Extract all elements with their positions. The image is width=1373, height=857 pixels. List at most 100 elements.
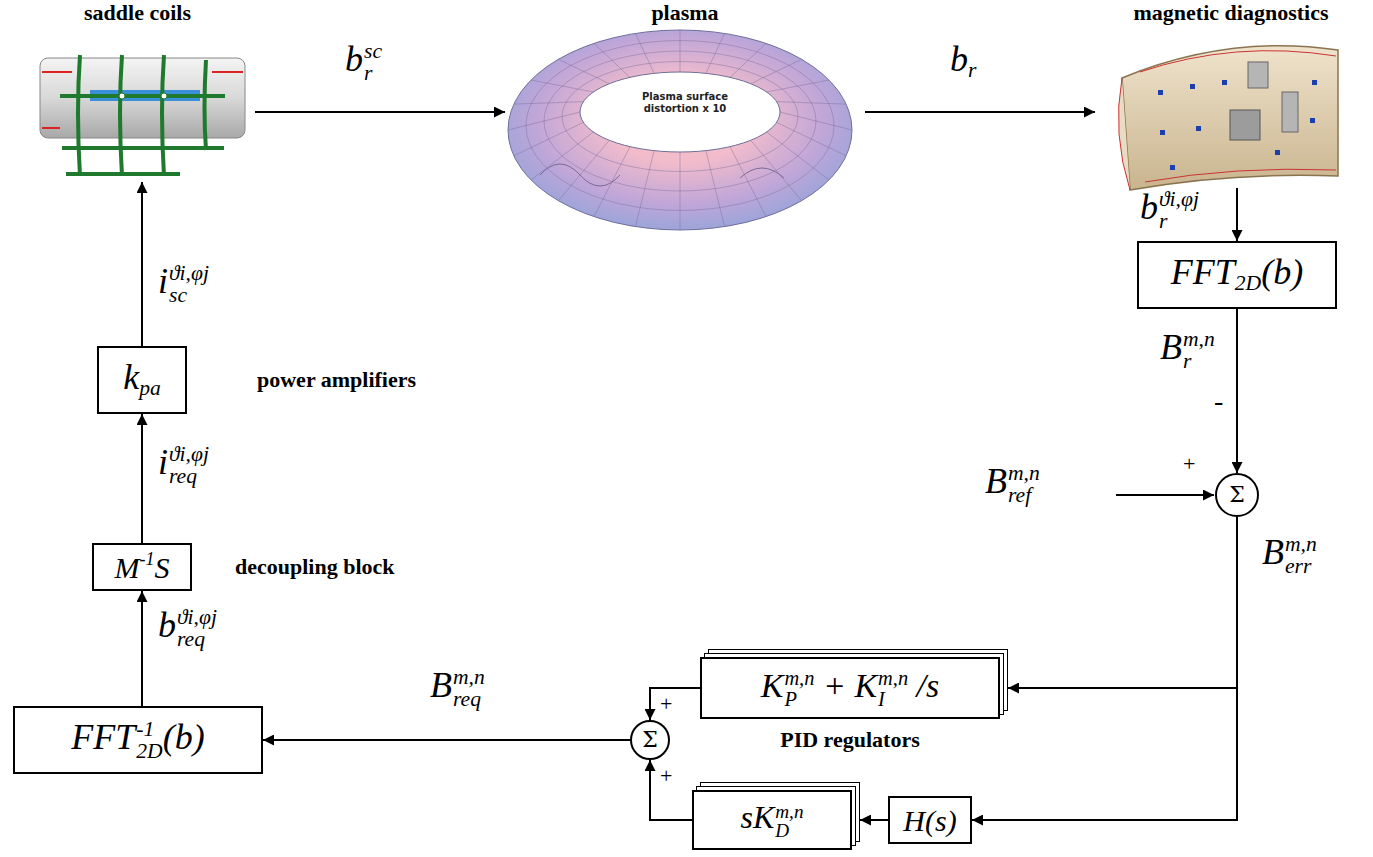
signal-arrow (1008, 517, 1237, 688)
text-part: /s (908, 667, 939, 704)
sign-label: - (1214, 386, 1223, 417)
magnetic-diagnostics-illustration (1158, 90, 1163, 95)
signal-name: bscr (345, 40, 382, 84)
inverse-fft-block: FFT-12D(b) (13, 706, 263, 774)
text-part: i (158, 261, 168, 301)
figure-heading: plasma (505, 0, 865, 26)
magnetic-diagnostics-illustration (1310, 118, 1315, 123)
signal-arrow (141, 591, 143, 706)
signal-name: Bm,nr (1160, 328, 1215, 372)
text-part: B (1160, 327, 1182, 367)
index-stack: m,nreq (453, 667, 485, 710)
magnetic-diagnostics-illustration (1248, 62, 1268, 88)
figure-heading: saddle coils (20, 0, 255, 26)
summing-junction: Σ (1215, 473, 1259, 517)
text-part: D (775, 821, 803, 840)
text-part: ϑi,φj (177, 607, 217, 629)
magnetic-diagnostics-illustration (1118, 46, 1338, 190)
plasma-torus (508, 30, 852, 230)
signal-arrow (263, 739, 630, 741)
text-part: FFT (71, 717, 135, 757)
magnetic-diagnostics-illustration (1170, 165, 1175, 170)
math-expression: kpa (123, 358, 161, 401)
decoupling-block: M-1Sdecoupling block (92, 543, 192, 591)
text-part: FFT (1171, 252, 1235, 292)
text-part: req (453, 689, 485, 711)
plasma-grid (562, 62, 798, 172)
index-stack: -12D (136, 719, 162, 762)
text-part: m,n (775, 802, 803, 821)
magnetic-diagnostics-illustration (1230, 110, 1260, 140)
saddle-coil-illustration (42, 127, 60, 129)
saddle-coil-illustration (78, 55, 80, 176)
summing-junction: Σ (630, 720, 670, 760)
diagnostics-figure: magnetic diagnostics (1095, 0, 1367, 188)
saddle-coil-illustration (212, 71, 243, 73)
index-stack: m,nerr (1285, 534, 1317, 577)
math-expression: H(s) (903, 804, 956, 837)
text-part: ref (1008, 485, 1040, 507)
text-part: P (784, 689, 814, 709)
text-part: b (158, 605, 176, 645)
sum-symbol: Σ (1229, 484, 1245, 506)
signal-arrow (1236, 309, 1238, 473)
text-part: ϑi,φj (169, 263, 209, 285)
text-part: -1 (140, 549, 155, 569)
filter-block: H(s) (888, 796, 972, 844)
signal-arrow (141, 182, 143, 346)
saddle-coil-illustration (60, 55, 225, 176)
magnetic-diagnostics-illustration (1145, 169, 1336, 182)
saddle-coil-illustration (60, 94, 225, 98)
plasma-torus (508, 30, 852, 230)
block-heading: decoupling block (235, 554, 395, 580)
text-part: K (854, 667, 877, 704)
saddle-coil-illustration (62, 146, 224, 150)
magnetic-diagnostics-illustration (1160, 130, 1165, 135)
text-part: B (985, 461, 1007, 501)
text-part: req (177, 629, 217, 651)
signal-arrow (650, 688, 700, 720)
plasma-grid (526, 41, 834, 211)
magnetic-diagnostics-illustration (1140, 51, 1336, 72)
plasma-grid (544, 51, 816, 191)
text-part: b (1140, 187, 1158, 227)
magnetic-diagnostics-illustration (1158, 80, 1317, 170)
amplifier-block: kpapower amplifiers (97, 346, 187, 414)
saddle-coil-illustration (66, 172, 180, 176)
signal-name: Bm,nreq (430, 666, 485, 710)
signal-name: bϑi,φjr (1140, 188, 1199, 232)
text-part: sK (740, 799, 774, 835)
text-part: m,n (1183, 329, 1215, 351)
text-part: 2D (136, 741, 162, 763)
text-part: b (950, 39, 968, 79)
text-part: r (364, 63, 382, 85)
saddle-coil-illustration (40, 55, 245, 176)
saddle-coil-illustration (119, 93, 125, 99)
saddle-coil-illustration (161, 93, 167, 99)
text-part: m,n (1008, 463, 1040, 485)
sign-label: + (660, 764, 672, 788)
magnetic-diagnostics-illustration (1312, 80, 1317, 85)
index-stack: m,nref (1008, 463, 1040, 506)
math-expression: Km,nP + Km,nI /s (761, 667, 940, 710)
text-part: r (1183, 351, 1215, 373)
index-stack: m,nr (1183, 329, 1215, 372)
derivative-block: sKm,nD (692, 790, 852, 850)
saddle-coil-illustration (40, 58, 245, 138)
text-part: ϑi,φj (169, 444, 209, 466)
text-part: m,n (878, 668, 908, 688)
text-part: B (430, 665, 452, 705)
text-part: i (158, 442, 168, 482)
text-part: m,n (784, 668, 814, 688)
text-part: r (1159, 211, 1199, 233)
figure-note: Plasma surface distortion x 10 (630, 91, 740, 115)
plasma-torus (740, 168, 784, 178)
text-part: (b) (163, 717, 205, 757)
magnetic-diagnostics-illustration (1190, 84, 1195, 89)
reference-arrow (1116, 494, 1214, 496)
pi-regulator-block: Km,nP + Km,nI /sPID regulators (700, 657, 1000, 719)
saddle-coil-illustration (42, 71, 72, 73)
text-part: pa (139, 377, 161, 401)
block-heading: PID regulators (780, 727, 920, 753)
